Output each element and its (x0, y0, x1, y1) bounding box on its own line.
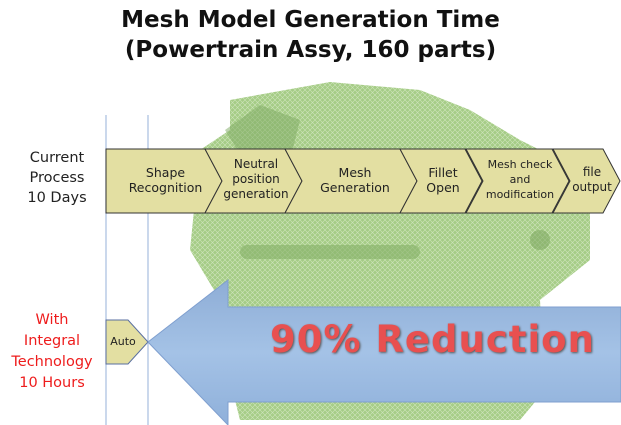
current-line-3: 10 Days (27, 190, 87, 206)
auto-chevron (105, 319, 149, 365)
integral-line-3: Technology (11, 354, 93, 370)
current-process-label: Current Process 10 Days (12, 148, 102, 208)
reduction-arrow (147, 278, 621, 425)
title-line-1: Mesh Model Generation Time (121, 7, 500, 33)
current-line-2: Process (29, 170, 85, 186)
current-line-1: Current (29, 150, 85, 166)
step-chevron-6 (552, 148, 621, 214)
auto-label: Auto (110, 335, 136, 348)
integral-line-1: With (35, 312, 69, 328)
reduction-label: 90% Reduction (270, 318, 595, 361)
step-chevron-5 (465, 148, 570, 214)
integral-line-4: 10 Hours (19, 375, 85, 391)
step-chevron-4 (399, 148, 483, 214)
title-line-2: (Powertrain Assy, 160 parts) (124, 37, 497, 63)
integral-label: With Integral Technology 10 Hours (0, 310, 104, 394)
integral-line-2: Integral (23, 333, 81, 349)
